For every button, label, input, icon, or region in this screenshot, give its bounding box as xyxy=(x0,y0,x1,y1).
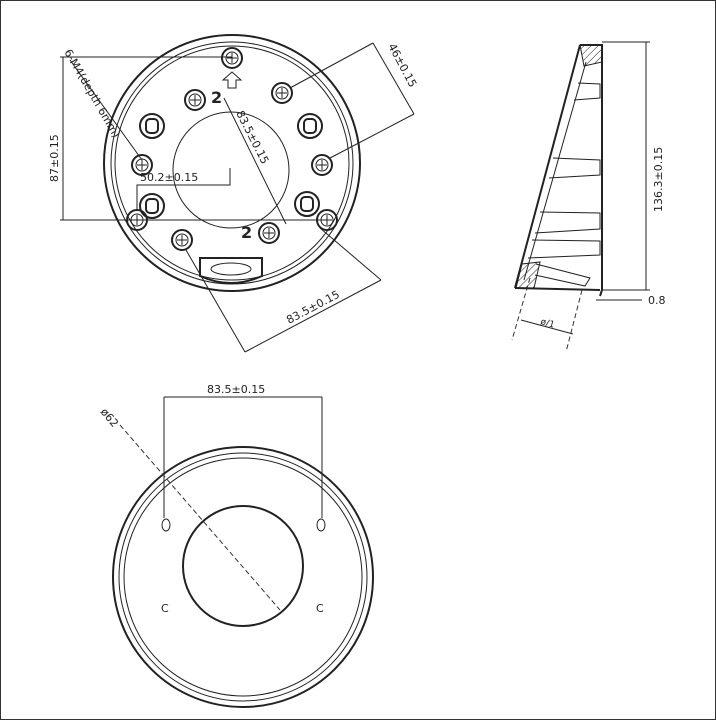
mount-hole xyxy=(316,518,326,532)
mount-hole xyxy=(161,518,171,532)
screw-hole xyxy=(258,222,280,244)
outer-rim xyxy=(103,34,361,292)
dim-top-bottom: 83.5±0.15 xyxy=(284,288,341,327)
center-opening xyxy=(172,111,290,229)
hole-mark-right: C xyxy=(316,602,324,615)
hole-note: 6-M4(depth 6mm) xyxy=(61,47,122,140)
mount-boss xyxy=(139,193,165,219)
outer-rim xyxy=(112,446,374,708)
screw-hole xyxy=(184,89,206,111)
marker-bottom: 2 xyxy=(241,223,252,242)
dim-side-offset: 0.8 xyxy=(648,294,666,307)
dim-top-height: 87±0.15 xyxy=(48,134,61,182)
hole-mark-left: C xyxy=(161,602,169,615)
center-opening xyxy=(182,505,304,627)
dim-top-diag: 83.5±0.15 xyxy=(233,108,271,166)
mount-boss xyxy=(297,113,323,139)
up-arrow-icon xyxy=(221,71,243,89)
side-view: 136.3±0.15 0.8 ø/1 xyxy=(511,41,666,353)
cable-slot xyxy=(199,257,263,284)
mount-boss xyxy=(139,113,165,139)
dim-corner: 46±0.15 xyxy=(385,41,419,89)
bottom-view: C C 83.5±0.15 ø62 xyxy=(98,383,374,708)
mount-boss xyxy=(294,191,320,217)
top-view: 2 2 87±0.15 6-M4(depth 6mm) 50.2±0.15 83… xyxy=(48,34,419,353)
screw-hole xyxy=(311,154,333,176)
dim-top-width: 50.2±0.15 xyxy=(140,171,198,184)
marker-top: 2 xyxy=(211,88,222,107)
dim-side-height: 136.3±0.15 xyxy=(652,147,665,212)
screw-hole xyxy=(171,229,193,251)
screw-hole xyxy=(221,47,243,69)
dim-bottom-diameter: ø62 xyxy=(98,406,121,430)
dim-side-angle: ø/1 xyxy=(539,317,555,330)
dim-bottom-width: 83.5±0.15 xyxy=(207,383,265,396)
screw-hole xyxy=(271,82,293,104)
